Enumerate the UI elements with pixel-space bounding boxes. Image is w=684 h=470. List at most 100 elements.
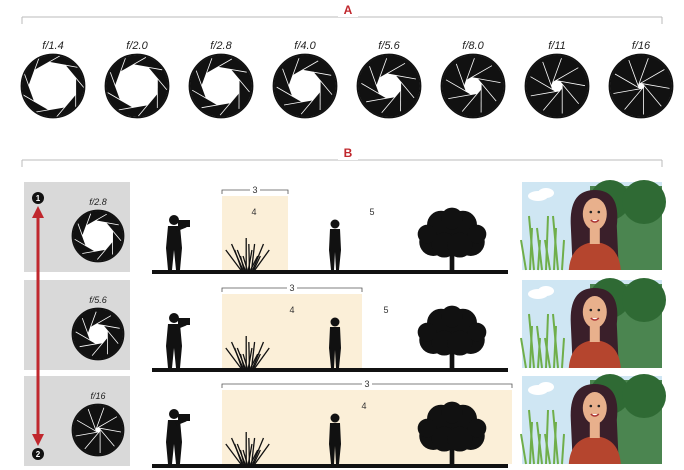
aperture-blade: [23, 94, 50, 111]
row-fstop-label: f/16: [90, 391, 105, 401]
portrait-photo: [520, 278, 666, 369]
aperture-blade: [628, 59, 640, 88]
row-aperture-icon: [71, 307, 125, 361]
aperture-blade: [276, 86, 303, 103]
aperture-blade: [555, 80, 586, 87]
aperture-blade: [288, 58, 300, 87]
portrait-photo: [520, 180, 666, 271]
aperture-blade: [95, 220, 119, 226]
badge-2: [32, 448, 44, 460]
aperture-blade: [219, 92, 240, 116]
background-label: 5: [369, 207, 374, 217]
aperture-blade: [84, 430, 101, 450]
bracket-label: 3: [364, 379, 369, 389]
portrait-face: [582, 198, 607, 230]
aperture-blade: [292, 60, 319, 76]
aperture-blade: [77, 223, 87, 247]
aperture-icon: [188, 53, 254, 119]
row-aperture-icon: [71, 209, 125, 263]
aperture-opening: [115, 64, 158, 108]
aperture-blade: [85, 213, 107, 227]
aperture-rim: [524, 53, 590, 119]
aperture-blade: [282, 68, 293, 97]
bracket-label: 3: [289, 283, 294, 293]
direction-arrow: 1 2: [32, 192, 44, 460]
aperture-opening: [201, 67, 240, 105]
aperture-blade: [542, 61, 554, 90]
aperture-icon: [440, 53, 506, 119]
badge-1: [32, 192, 44, 204]
photographer-silhouette: [166, 313, 190, 368]
zone-label: 4: [361, 401, 366, 411]
aperture-blade: [48, 61, 78, 68]
aperture-icon: [608, 53, 674, 119]
aperture-blade: [300, 91, 321, 115]
aperture-blade: [530, 90, 560, 97]
dof-row-3: f/16 3 4: [71, 374, 666, 468]
aperture-opening: [638, 83, 644, 89]
aperture-rim: [71, 209, 125, 263]
aperture-rim: [20, 53, 86, 119]
aperture-blade: [466, 65, 493, 81]
aperture-opening: [95, 427, 101, 433]
fstop-label: f/4.0: [294, 40, 316, 52]
arrow-head-down: [32, 434, 44, 446]
fstop-label: f/8.0: [462, 40, 484, 52]
aperture-blade: [613, 88, 643, 94]
fstop-label: f/5.6: [378, 40, 400, 52]
aperture-blade: [96, 241, 113, 260]
aperture-icon: [272, 53, 338, 119]
portrait-face: [582, 392, 607, 424]
row-fstop-label: f/5.6: [89, 295, 107, 305]
aperture-blade: [102, 325, 119, 344]
aperture-blade: [471, 77, 501, 83]
photographer-silhouette: [166, 409, 190, 464]
aperture-blade: [559, 80, 580, 105]
aperture-blade: [114, 58, 126, 87]
portrait-face: [582, 296, 607, 328]
bracket-label: 3: [252, 185, 257, 195]
zone-label: 4: [289, 305, 294, 315]
fstop-label: f/2.8: [210, 40, 232, 52]
aperture-blade: [98, 427, 115, 447]
aperture-opening: [464, 77, 482, 95]
aperture-opening: [28, 62, 76, 110]
fstop-label: f/1.4: [42, 40, 63, 52]
section-a-label: A: [344, 3, 353, 17]
row-aperture-icon: [71, 403, 125, 457]
aperture-blade: [463, 58, 475, 87]
section-a-header: A: [21, 3, 663, 24]
aperture-blade: [118, 104, 148, 111]
fstop-label: f/2.0: [126, 40, 148, 52]
aperture-blade: [91, 337, 108, 356]
tree-silhouette: [417, 305, 487, 368]
aperture-blade: [542, 87, 563, 111]
aperture-rim: [440, 53, 506, 119]
aperture-blade: [206, 58, 232, 74]
aperture-blade: [530, 76, 557, 92]
aperture-blade: [448, 93, 478, 99]
woman-silhouette: [329, 317, 341, 368]
aperture-blade: [56, 94, 77, 118]
aperture-blade: [75, 331, 97, 345]
tree-silhouette: [417, 207, 487, 270]
aperture-blade: [614, 73, 641, 90]
aperture-blade: [552, 67, 579, 83]
aperture-blade: [82, 213, 92, 237]
woman-silhouette: [329, 413, 341, 464]
aperture-icon: [356, 53, 422, 119]
badge-1-label: 1: [36, 194, 41, 203]
zone-label: 4: [251, 207, 256, 217]
aperture-blade: [133, 64, 163, 71]
aperture-blade: [120, 57, 147, 73]
badge-2-label: 2: [36, 450, 41, 459]
aperture-opening: [551, 80, 563, 92]
aperture-blade: [81, 317, 91, 341]
aperture-rim: [188, 53, 254, 119]
aperture-blade: [230, 69, 250, 93]
aperture-blade: [90, 315, 112, 328]
